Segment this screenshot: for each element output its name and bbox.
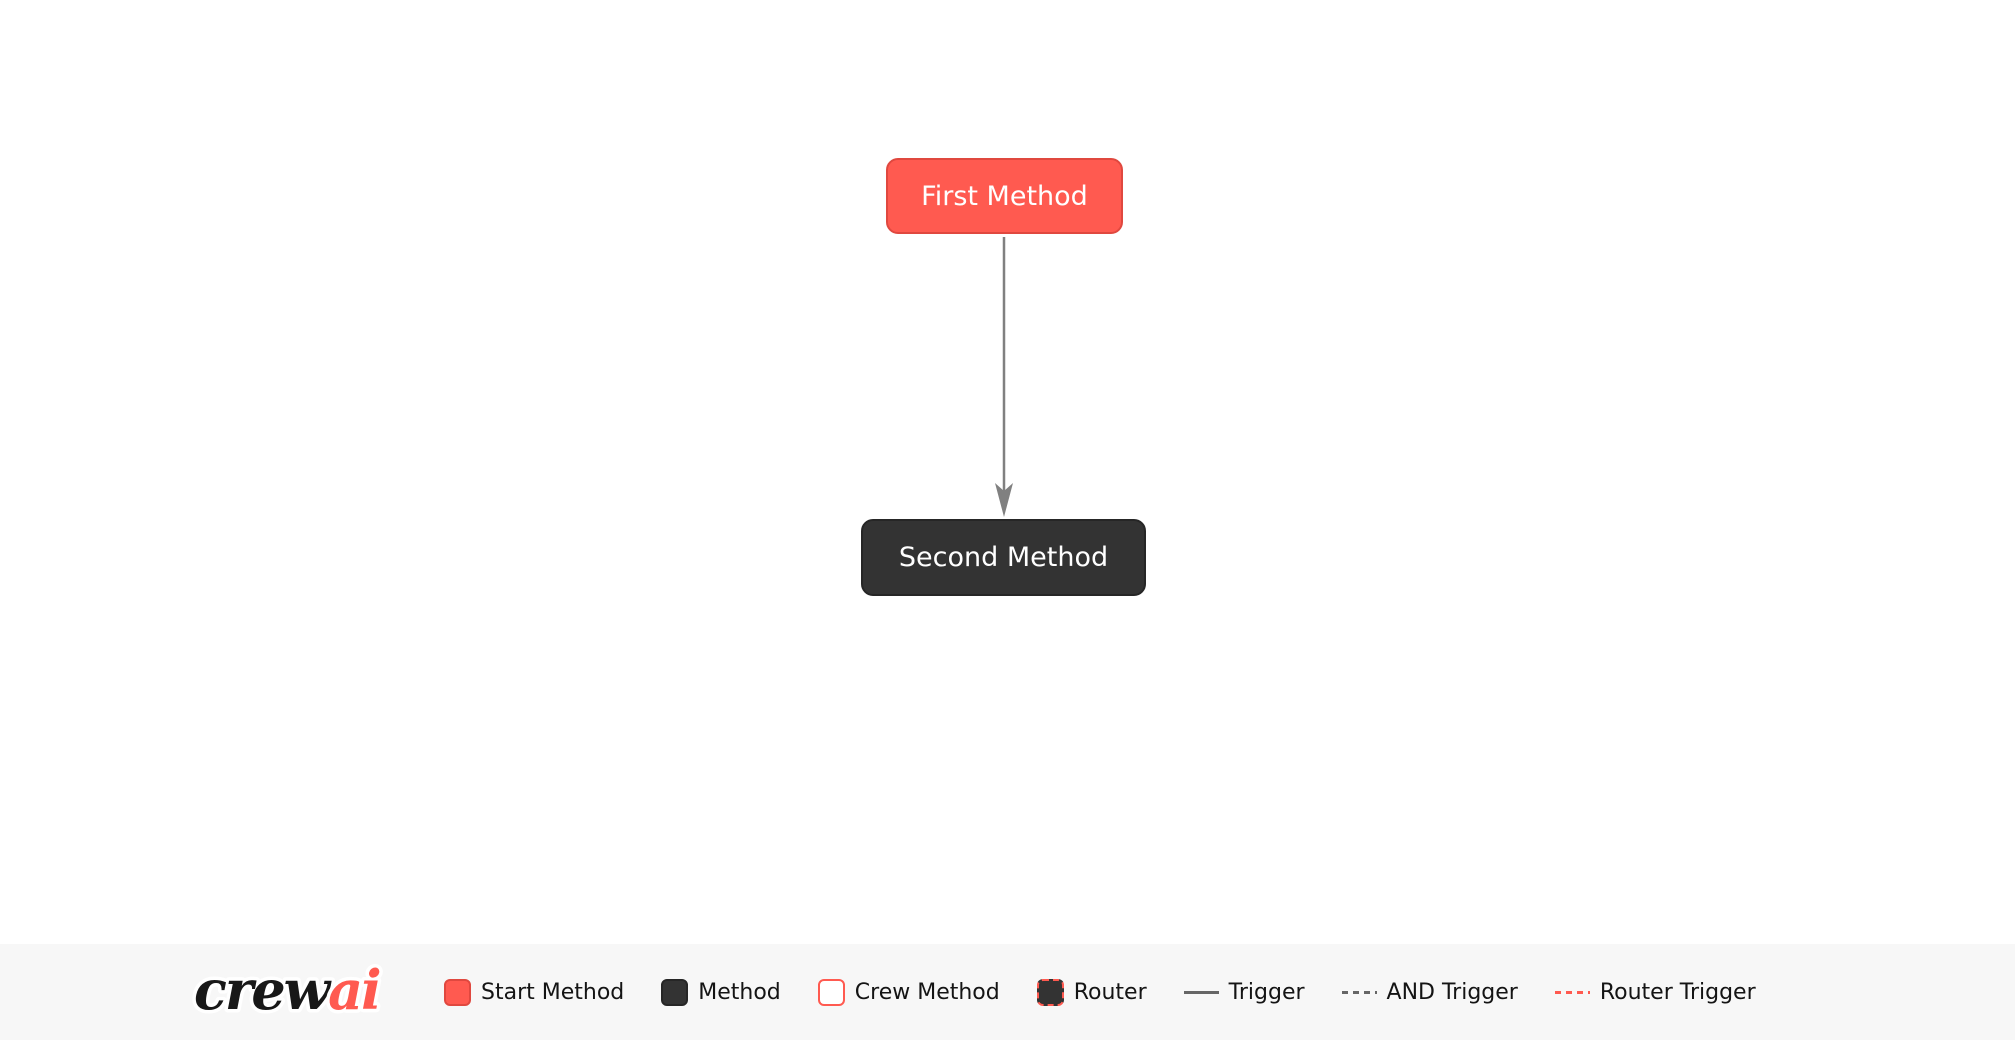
trigger-line-icon (1183, 990, 1219, 994)
legend-label-and-trigger: AND Trigger (1386, 979, 1518, 1005)
logo-crew-text: crew (194, 959, 333, 1022)
node-second-method-label: Second Method (898, 542, 1109, 573)
legend-label-start-method: Start Method (481, 979, 625, 1005)
legend-label-method: Method (698, 979, 781, 1005)
legend-item-crew-method: Crew Method (817, 978, 1000, 1006)
edge-first-to-second (995, 237, 1013, 517)
method-swatch-icon (661, 978, 689, 1006)
legend-item-start-method: Start Method (444, 978, 625, 1006)
legend-item-trigger: Trigger (1183, 979, 1305, 1005)
legend-label-trigger: Trigger (1228, 979, 1305, 1005)
legend-item-method: Method (661, 978, 781, 1006)
crewai-logo: crewai (191, 959, 386, 1025)
legend-label-crew-method: Crew Method (854, 979, 1000, 1005)
crewai-logo-text: crewai (194, 959, 380, 1022)
legend-item-router: Router (1036, 978, 1147, 1006)
legend-label-router: Router (1073, 979, 1147, 1005)
legend-label-router-trigger: Router Trigger (1599, 979, 1756, 1005)
legend-bar: crewai Start Method Method Crew Method R… (0, 944, 2015, 1040)
legend-item-router-trigger: Router Trigger (1554, 979, 1756, 1005)
router-trigger-line-icon (1554, 990, 1590, 994)
node-second-method[interactable]: Second Method (861, 519, 1146, 596)
flow-canvas[interactable]: First Method Second Method (0, 0, 2015, 944)
crew-method-swatch-icon (817, 978, 845, 1006)
arrowhead-icon (995, 483, 1013, 517)
node-first-method-label: First Method (921, 180, 1088, 212)
logo-ai-text: ai (328, 959, 380, 1022)
start-method-swatch-icon (444, 978, 471, 1006)
legend-item-and-trigger: AND Trigger (1341, 979, 1518, 1005)
and-trigger-line-icon (1341, 990, 1377, 994)
router-swatch-icon (1036, 978, 1064, 1006)
legend-items: Start Method Method Crew Method Router T… (444, 978, 1756, 1006)
node-first-method[interactable]: First Method (886, 158, 1123, 234)
